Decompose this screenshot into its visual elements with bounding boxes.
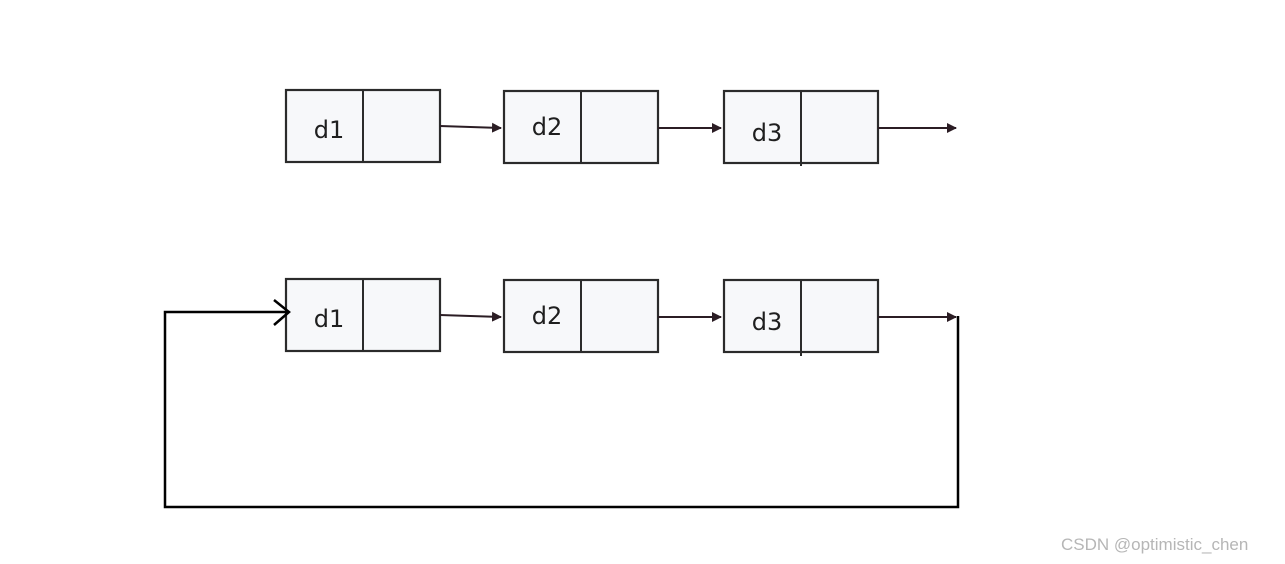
node-label: d2 xyxy=(532,302,563,330)
row-circular: d1 d2 d3 xyxy=(163,277,960,509)
node-label: d2 xyxy=(532,113,563,141)
watermark: CSDN @optimistic_chen xyxy=(1061,535,1249,554)
node-2: d2 xyxy=(502,89,660,165)
next-pointer-arrow xyxy=(439,311,502,322)
node-label: d3 xyxy=(752,308,783,336)
node-3: d3 xyxy=(722,89,880,166)
node-2: d2 xyxy=(502,278,660,354)
node-1: d1 xyxy=(284,277,442,353)
node-label: d3 xyxy=(752,119,783,147)
next-pointer-arrow xyxy=(439,122,502,133)
loop-arrowhead-icon xyxy=(273,299,291,326)
node-3: d3 xyxy=(722,278,880,356)
node-label: d1 xyxy=(314,116,345,144)
node-label: d1 xyxy=(314,305,345,333)
loop-back-line xyxy=(163,310,960,509)
row-singly-linked: d1 d2 d3 xyxy=(284,88,957,166)
node-1: d1 xyxy=(284,88,442,164)
